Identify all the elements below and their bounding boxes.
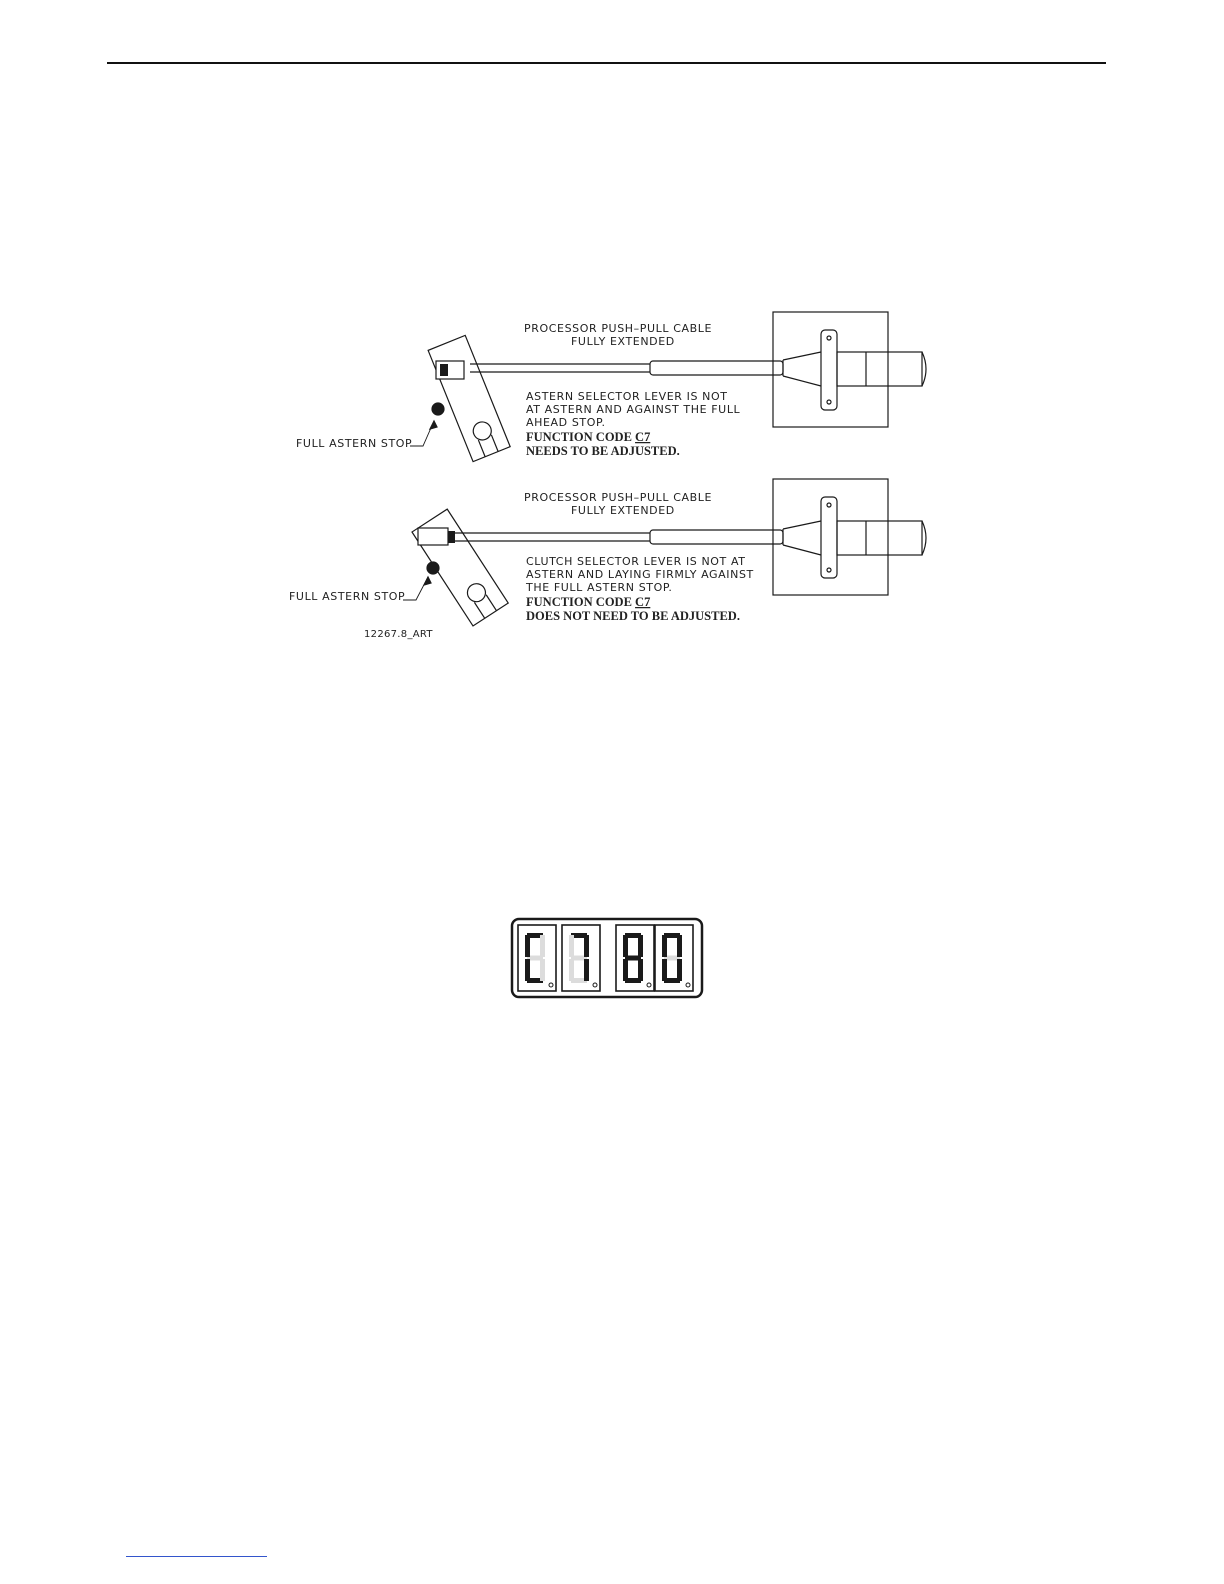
led-segment-e — [525, 959, 530, 981]
led-digit-frame — [561, 924, 601, 992]
top-illustration — [410, 311, 927, 463]
led-decimal-point — [592, 982, 598, 988]
led-decimal-point — [646, 982, 652, 988]
bottom-function-code-line: FUNCTION CODE C7 — [526, 595, 650, 609]
bottom-full-astern-stop-label: FULL ASTERN STOP — [289, 590, 405, 603]
bottom-selector-lever — [411, 508, 510, 627]
led-display — [510, 917, 704, 999]
led-segment-g — [664, 955, 680, 961]
bottom-rod-end — [417, 527, 449, 546]
led-segment-b — [638, 935, 643, 957]
led-segment-f — [525, 935, 530, 957]
bottom-function-code-status: DOES NOT NEED TO BE ADJUSTED. — [526, 609, 740, 623]
led-segment-c — [540, 959, 545, 981]
art-number: 12267.8_ART — [364, 629, 433, 640]
led-segment-e — [662, 959, 667, 981]
led-segment-e — [569, 959, 574, 981]
top-selector-lever — [427, 334, 511, 463]
led-segment-b — [584, 935, 589, 957]
led-segment-a — [664, 933, 680, 938]
top-cable-label-line2: FULLY EXTENDED — [571, 335, 675, 348]
led-segment-a — [625, 933, 641, 938]
led-segment-f — [662, 935, 667, 957]
bottom-fc-prefix: FUNCTION CODE — [526, 595, 635, 609]
top-full-astern-stop-pin — [431, 402, 445, 416]
bottom-note-line3: THE FULL ASTERN STOP. — [525, 581, 673, 594]
top-function-code-line: FUNCTION CODE C7 — [526, 430, 650, 444]
led-segment-e — [623, 959, 628, 981]
led-segment-f — [623, 935, 628, 957]
led-digit — [615, 924, 655, 992]
top-function-code-status: NEEDS TO BE ADJUSTED. — [526, 444, 680, 458]
led-segment-d — [625, 978, 641, 983]
led-segment-f — [569, 935, 574, 957]
led-segment-g — [625, 955, 641, 961]
bottom-fc-code: C7 — [635, 595, 650, 609]
bottom-illustration — [403, 478, 927, 627]
bottom-full-astern-stop-pin — [426, 561, 440, 575]
top-cable-label-line1: PROCESSOR PUSH–PULL CABLE — [524, 322, 712, 335]
led-digit — [654, 924, 694, 992]
led-segment-g — [571, 955, 587, 961]
top-note-line3: AHEAD STOP. — [526, 416, 606, 429]
led-segment-a — [571, 933, 587, 938]
bottom-note-line2: ASTERN AND LAYING FIRMLY AGAINST — [526, 568, 754, 581]
top-full-astern-stop-label: FULL ASTERN STOP — [296, 437, 412, 450]
top-bracket — [820, 329, 838, 411]
led-digit-frame — [517, 924, 557, 992]
led-segment-c — [638, 959, 643, 981]
led-decimal-point — [685, 982, 691, 988]
led-segment-b — [677, 935, 682, 957]
led-segment-d — [527, 978, 543, 983]
bottom-bracket — [820, 496, 838, 579]
led-segment-d — [664, 978, 680, 983]
bottom-cable-label-line1: PROCESSOR PUSH–PULL CABLE — [524, 491, 712, 504]
top-note-line2: AT ASTERN AND AGAINST THE FULL — [526, 403, 741, 416]
top-fc-code: C7 — [635, 430, 650, 444]
led-segment-a — [527, 933, 543, 938]
led-digit — [517, 924, 557, 992]
header-rule — [107, 62, 1106, 64]
top-fc-prefix: FUNCTION CODE — [526, 430, 635, 444]
top-mounting-plate — [772, 311, 889, 428]
bottom-mounting-plate — [772, 478, 889, 596]
led-segment-b — [540, 935, 545, 957]
led-segment-c — [677, 959, 682, 981]
led-digit — [561, 924, 601, 992]
bottom-cable-conduit — [836, 520, 923, 556]
bottom-note-line1: CLUTCH SELECTOR LEVER IS NOT AT — [526, 555, 746, 568]
top-cable-conduit — [836, 351, 923, 387]
led-digits — [517, 924, 694, 992]
top-note-line1: ASTERN SELECTOR LEVER IS NOT — [526, 390, 728, 403]
led-display-bezel — [510, 917, 704, 999]
led-segment-d — [571, 978, 587, 983]
footer-link-underline[interactable] — [126, 1556, 267, 1557]
led-decimal-point — [548, 982, 554, 988]
led-digit-frame — [654, 924, 694, 992]
led-segment-g — [527, 955, 543, 961]
bottom-cable-label-line2: FULLY EXTENDED — [571, 504, 675, 517]
led-segment-c — [584, 959, 589, 981]
led-digit-frame — [615, 924, 655, 992]
